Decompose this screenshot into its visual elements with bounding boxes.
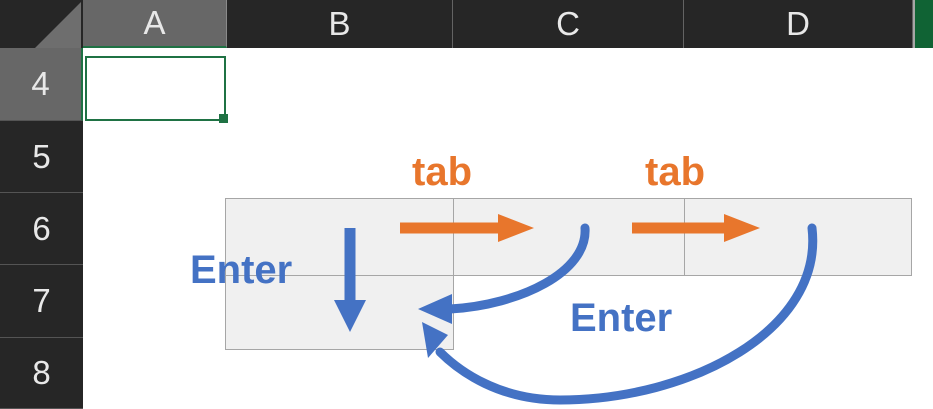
- label-enter-1: Enter: [190, 248, 293, 292]
- select-all-triangle-icon: [35, 2, 81, 48]
- table-row-top: [225, 198, 912, 276]
- row-header-5[interactable]: 5: [0, 121, 83, 193]
- row-header-5-label: 5: [32, 137, 51, 175]
- row-header-8[interactable]: 8: [0, 338, 83, 409]
- row-header-4[interactable]: 4: [0, 48, 83, 121]
- column-header-b[interactable]: B: [227, 0, 453, 48]
- table-divider-1: [453, 198, 454, 350]
- table-divider-2: [684, 198, 685, 276]
- column-header-a[interactable]: A: [83, 0, 227, 48]
- row-header-6-label: 6: [32, 209, 51, 247]
- column-header-c-label: C: [556, 5, 580, 42]
- row-header-8-label: 8: [32, 354, 51, 391]
- active-cell-a4[interactable]: [85, 56, 226, 121]
- label-enter-2: Enter: [570, 296, 673, 340]
- row-header-7-label: 7: [32, 282, 51, 319]
- column-header-c[interactable]: C: [453, 0, 684, 48]
- column-header-d[interactable]: D: [684, 0, 913, 48]
- table-row-bottom: [225, 275, 454, 350]
- fill-handle[interactable]: [219, 114, 228, 123]
- select-all-corner-button[interactable]: [0, 0, 83, 48]
- column-header-d-label: D: [786, 5, 810, 42]
- sheet-edge-strip: [913, 0, 933, 48]
- row-header-4-label: 4: [31, 65, 50, 102]
- row-header-7[interactable]: 7: [0, 265, 83, 338]
- column-header-a-label: A: [143, 4, 166, 41]
- row-header-6[interactable]: 6: [0, 193, 83, 265]
- label-tab-2: tab: [645, 150, 705, 194]
- label-tab-1: tab: [412, 150, 472, 194]
- column-header-b-label: B: [328, 5, 351, 42]
